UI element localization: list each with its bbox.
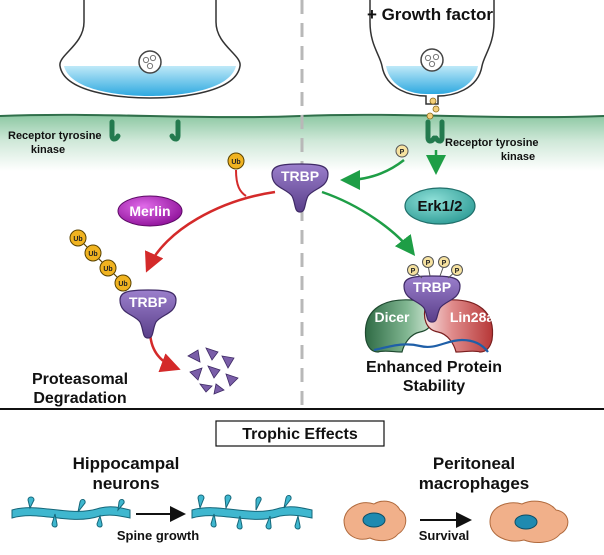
macrophage-nucleus-after	[514, 514, 538, 530]
growth-factor-label: + Growth factor	[367, 5, 493, 24]
ubiquitin-free: Ub	[227, 152, 245, 170]
svg-text:P: P	[426, 260, 431, 267]
receptor-label-left-2: kinase	[31, 144, 65, 156]
peritoneal-title: Peritoneal	[433, 454, 515, 473]
svg-text:Merlin: Merlin	[129, 203, 170, 219]
arrow-to-degradation	[148, 329, 181, 373]
trbp-complex	[403, 275, 461, 323]
trbp-center: TRBP	[271, 163, 329, 213]
presynaptic-terminal-right	[369, 0, 495, 120]
dendrite-after	[191, 494, 313, 530]
released-growth-factor	[426, 97, 440, 120]
svg-text:Ub: Ub	[73, 236, 82, 243]
enhanced-stability-label: Enhanced Protein	[366, 359, 502, 376]
svg-text:Ub: Ub	[231, 159, 240, 166]
receptor-label-left: Receptor tyrosine	[8, 130, 102, 142]
spine-growth-label: Spine growth	[117, 528, 199, 543]
ubiquitin-chain: Ub Ub Ub Ub	[69, 229, 132, 292]
svg-text:TRBP: TRBP	[413, 279, 451, 295]
svg-text:Ub: Ub	[118, 281, 127, 288]
lin28a	[423, 299, 494, 353]
svg-text:P: P	[400, 149, 405, 156]
dendrite-before	[11, 496, 131, 528]
svg-text:Lin28a: Lin28a	[450, 309, 495, 325]
phosphate-cluster-complex: P P P P	[407, 256, 463, 279]
dicer-trbp-lin28a-complex: TRBP Dicer Lin28a	[364, 275, 495, 353]
vesicle-left	[138, 50, 162, 74]
presynaptic-terminal-left	[59, 0, 241, 99]
trophic-effects-title: Trophic Effects	[242, 426, 358, 443]
arrow-trbp-to-ubiquitinated	[145, 190, 276, 273]
hippocampal-title-2: neurons	[92, 474, 159, 493]
svg-text:P: P	[442, 260, 447, 267]
svg-text:P: P	[455, 268, 460, 275]
dicer	[364, 299, 435, 353]
receptor-label-right: Receptor tyrosine	[445, 137, 539, 149]
trbp-ubiquitinated: TRBP	[119, 289, 177, 339]
svg-text:Ub: Ub	[88, 251, 97, 258]
receptor-label-right-2: kinase	[501, 151, 535, 163]
trophic-effects-box	[215, 420, 385, 447]
rna-strand	[373, 338, 489, 353]
proteasomal-degradation-label: Proteasomal	[32, 371, 128, 388]
svg-text:Dicer: Dicer	[374, 309, 410, 325]
svg-text:P: P	[411, 268, 416, 275]
macrophage-after	[489, 500, 569, 543]
vesicle-right	[420, 48, 444, 72]
macrophage-nucleus-before	[362, 512, 386, 528]
arrow-ub-join	[235, 169, 247, 197]
receptor-tyrosine-kinase-left-icon	[109, 119, 181, 142]
receptor-tyrosine-kinase-right-icon	[425, 119, 445, 144]
proteasomal-degradation-label-2: Degradation	[33, 390, 126, 407]
svg-text:Erk1/2: Erk1/2	[417, 198, 462, 215]
arrow-trbp-to-complex	[321, 190, 416, 256]
macrophage-before	[343, 500, 407, 542]
svg-text:Ub: Ub	[103, 266, 112, 273]
merlin: Merlin	[117, 195, 183, 227]
svg-text:TRBP: TRBP	[129, 294, 167, 310]
peritoneal-title-2: macrophages	[419, 474, 530, 493]
phosphate-badge-receptor: P	[395, 144, 409, 158]
svg-text:TRBP: TRBP	[281, 168, 319, 184]
erk1-2: Erk1/2	[404, 187, 476, 225]
arrow-receptor-to-trbp	[340, 159, 405, 190]
survival-label: Survival	[419, 528, 470, 543]
hippocampal-title: Hippocampal	[73, 454, 180, 473]
degraded-fragments	[187, 347, 239, 395]
enhanced-stability-label-2: Stability	[403, 378, 465, 395]
